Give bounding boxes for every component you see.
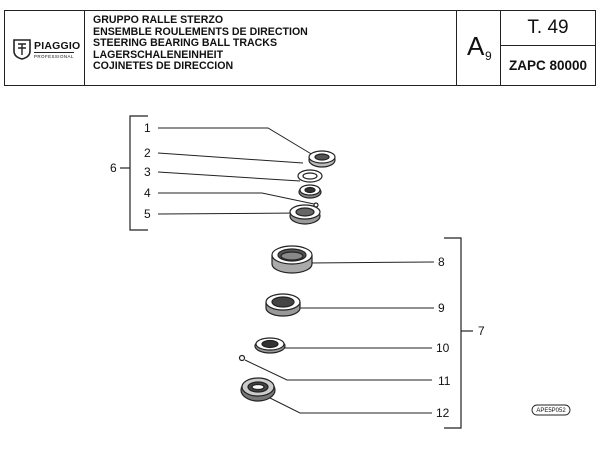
- callout-5: 5: [144, 207, 151, 221]
- brand-subtitle: PROFESSIONAL: [34, 52, 74, 59]
- part-11-ball: [238, 354, 246, 362]
- leader-12: [269, 397, 432, 414]
- callout-1: 1: [144, 121, 151, 135]
- leader-5: [157, 212, 301, 215]
- part-5-lower-cup: [289, 204, 321, 225]
- callout-2: 2: [144, 146, 151, 160]
- title-cell: GRUPPO RALLE STERZO ENSEMBLE ROULEMENTS …: [85, 11, 457, 85]
- leader-1: [158, 127, 314, 156]
- section-subscript: 9: [485, 49, 492, 63]
- section-code-cell: A 9: [457, 11, 501, 85]
- section-letter: A: [467, 31, 485, 61]
- part-10-cone-ring: [254, 337, 286, 354]
- title-block: PIAGGIO PROFESSIONAL GRUPPO RALLE STERZO…: [4, 10, 596, 86]
- leader-2: [157, 152, 304, 164]
- leader-11: [244, 359, 432, 381]
- title-es: COJINETES DE DIRECCION: [93, 60, 234, 73]
- leader-3: [157, 171, 301, 182]
- part-9-bearing-race: [265, 293, 301, 317]
- part-12-seal: [240, 377, 276, 402]
- part-1-bearing-cup: [308, 150, 336, 168]
- callout-8: 8: [438, 255, 445, 269]
- bracket-upper: [129, 115, 148, 231]
- callout-4: 4: [144, 186, 151, 200]
- part-2-ball-ring: [297, 169, 323, 183]
- brand-name: PIAGGIO: [34, 40, 81, 52]
- callout-10: 10: [436, 341, 450, 355]
- model-code: ZAPC 80000: [508, 58, 588, 73]
- callout-12: 12: [436, 406, 450, 420]
- table-cell: T. 49 ZAPC 80000: [501, 11, 595, 85]
- callout-11: 11: [438, 374, 451, 388]
- reference-stamp: APE5P052: [531, 404, 571, 416]
- group-label-7: 7: [478, 324, 485, 338]
- bracket-lower: [444, 237, 462, 429]
- leader-4: [158, 192, 315, 205]
- leader-8: [309, 261, 435, 264]
- logo-cell: PIAGGIO PROFESSIONAL: [5, 11, 85, 85]
- piaggio-shield-icon: [13, 39, 31, 60]
- title-fr: ENSEMBLE ROULEMENTS DE DIRECTION: [93, 25, 308, 38]
- group-label-6: 6: [110, 161, 117, 175]
- part-8-headset-cup: [271, 245, 313, 274]
- callout-9: 9: [438, 301, 445, 315]
- callout-3: 3: [144, 165, 151, 179]
- part-3-ball-race: [298, 184, 322, 199]
- title-it: GRUPPO RALLE STERZO: [93, 14, 224, 26]
- piaggio-logo: PIAGGIO PROFESSIONAL: [12, 38, 81, 60]
- table-reference: T. 49: [501, 11, 595, 46]
- title-en: STEERING BEARING BALL TRACKS: [93, 37, 278, 50]
- stamp-text: APE5P052: [536, 408, 566, 414]
- title-de: LAGERSCHALENEINHEIT: [93, 48, 224, 61]
